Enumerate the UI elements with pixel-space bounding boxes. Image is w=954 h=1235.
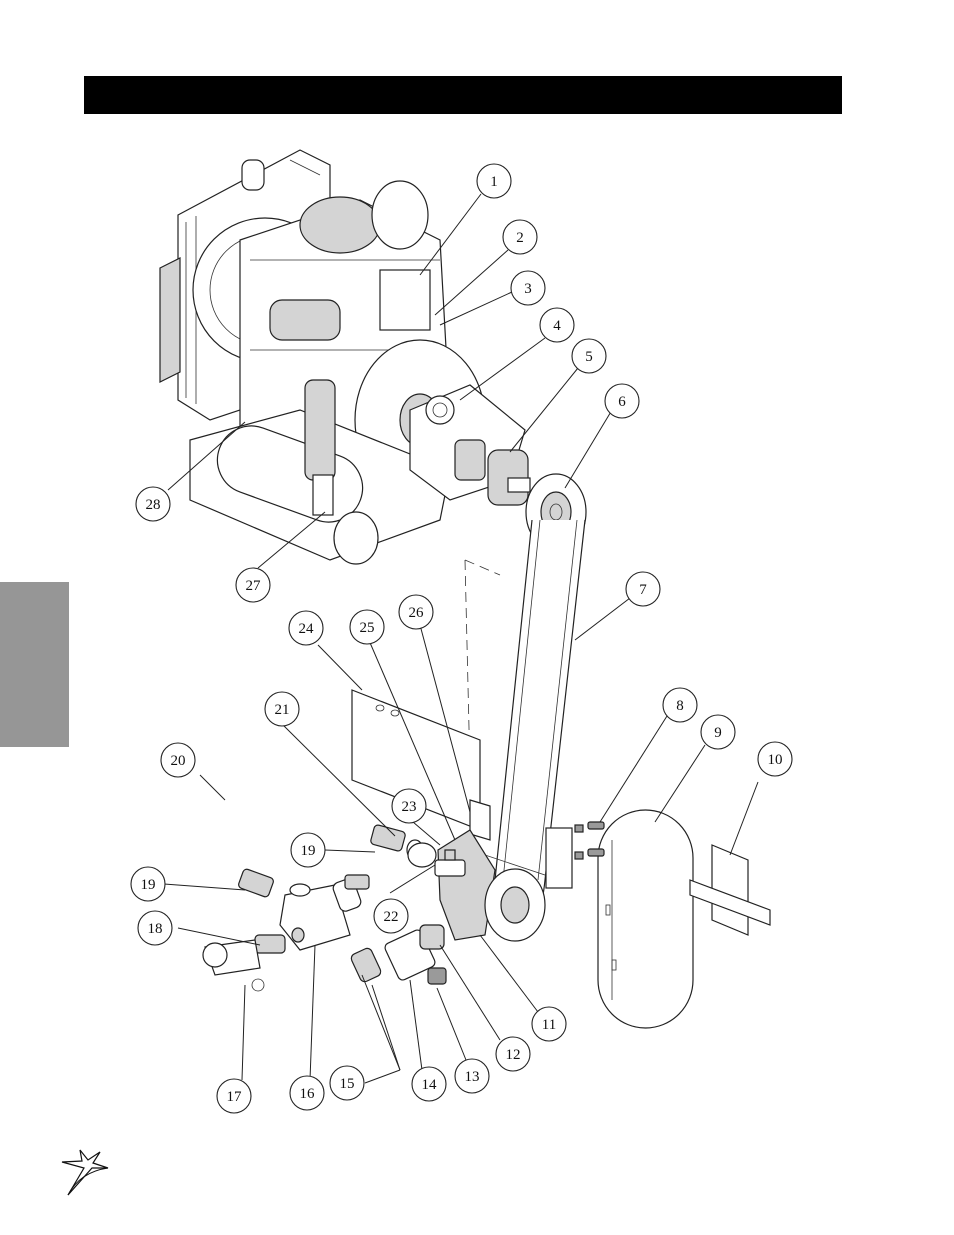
- side-tab: [0, 582, 69, 747]
- gear-box: [487, 449, 531, 506]
- svg-text:4: 4: [553, 318, 561, 334]
- callout-7: 7: [625, 571, 661, 607]
- callout-group: 1 2 3 4 5 6 7 8 9 10 11 12 13 14 15 16 1…: [130, 163, 793, 1114]
- callout-20: 20: [160, 742, 196, 778]
- callout-21: 21: [264, 691, 300, 727]
- callout-1: 1: [476, 163, 512, 199]
- callout-22: 22: [373, 898, 409, 934]
- svg-text:14: 14: [422, 1077, 438, 1093]
- callout-4: 4: [539, 307, 575, 343]
- belt-guard: [597, 809, 694, 1029]
- svg-text:28: 28: [146, 497, 161, 513]
- tee-fittings: [350, 924, 447, 985]
- svg-text:9: 9: [714, 725, 722, 741]
- hose-barb-left: [238, 868, 274, 898]
- svg-text:22: 22: [384, 909, 399, 925]
- callout-25: 25: [349, 609, 385, 645]
- callout-13: 13: [454, 1058, 490, 1094]
- leader-lines: [163, 193, 759, 1084]
- callout-19-upper: 19: [290, 832, 326, 868]
- callout-16: 16: [289, 1075, 325, 1111]
- callout-23: 23: [391, 788, 427, 824]
- svg-text:17: 17: [227, 1089, 243, 1105]
- manifold-block: [279, 874, 370, 951]
- svg-text:8: 8: [676, 698, 684, 714]
- belt-tensioner-bracket: [545, 827, 573, 889]
- callout-28: 28: [135, 486, 171, 522]
- svg-text:27: 27: [246, 578, 262, 594]
- callout-11: 11: [531, 1006, 567, 1042]
- svg-text:3: 3: [524, 281, 532, 297]
- callout-6: 6: [604, 383, 640, 419]
- callout-5: 5: [571, 338, 607, 374]
- callout-27: 27: [235, 567, 271, 603]
- star-swoosh-logo-icon: [61, 1149, 109, 1196]
- callout-2: 2: [502, 219, 538, 255]
- svg-text:20: 20: [171, 753, 186, 769]
- valve-fitting: [202, 934, 286, 992]
- svg-text:13: 13: [465, 1069, 480, 1085]
- callout-10: 10: [757, 741, 793, 777]
- callout-8: 8: [662, 687, 698, 723]
- callout-9: 9: [700, 714, 736, 750]
- svg-text:7: 7: [639, 582, 647, 598]
- hose-loop: [173, 776, 396, 886]
- fittings: [407, 842, 466, 877]
- svg-text:19: 19: [301, 843, 316, 859]
- svg-text:11: 11: [542, 1017, 556, 1033]
- svg-text:16: 16: [300, 1086, 316, 1102]
- svg-text:24: 24: [299, 621, 315, 637]
- callout-14: 14: [411, 1066, 447, 1102]
- svg-text:18: 18: [148, 921, 163, 937]
- svg-text:19: 19: [141, 877, 156, 893]
- callout-3: 3: [510, 270, 546, 306]
- callout-24: 24: [288, 610, 324, 646]
- muffler: [216, 379, 379, 565]
- svg-text:26: 26: [409, 605, 425, 621]
- svg-text:15: 15: [340, 1076, 355, 1092]
- bracket: [469, 799, 561, 881]
- svg-text:25: 25: [360, 620, 375, 636]
- callout-17: 17: [216, 1078, 252, 1114]
- fasteners: [574, 821, 605, 860]
- svg-text:12: 12: [506, 1047, 521, 1063]
- svg-text:10: 10: [768, 752, 783, 768]
- callout-26: 26: [398, 594, 434, 630]
- svg-text:23: 23: [402, 799, 417, 815]
- callout-18: 18: [137, 910, 173, 946]
- guard-bracket: [689, 844, 771, 936]
- svg-text:1: 1: [490, 174, 498, 190]
- callout-12: 12: [495, 1036, 531, 1072]
- svg-text:5: 5: [585, 349, 593, 365]
- svg-text:2: 2: [516, 230, 524, 246]
- callout-19-left: 19: [130, 866, 166, 902]
- header-bar: [84, 76, 842, 114]
- svg-text:6: 6: [618, 394, 626, 410]
- callout-15: 15: [329, 1065, 365, 1101]
- svg-text:21: 21: [275, 702, 290, 718]
